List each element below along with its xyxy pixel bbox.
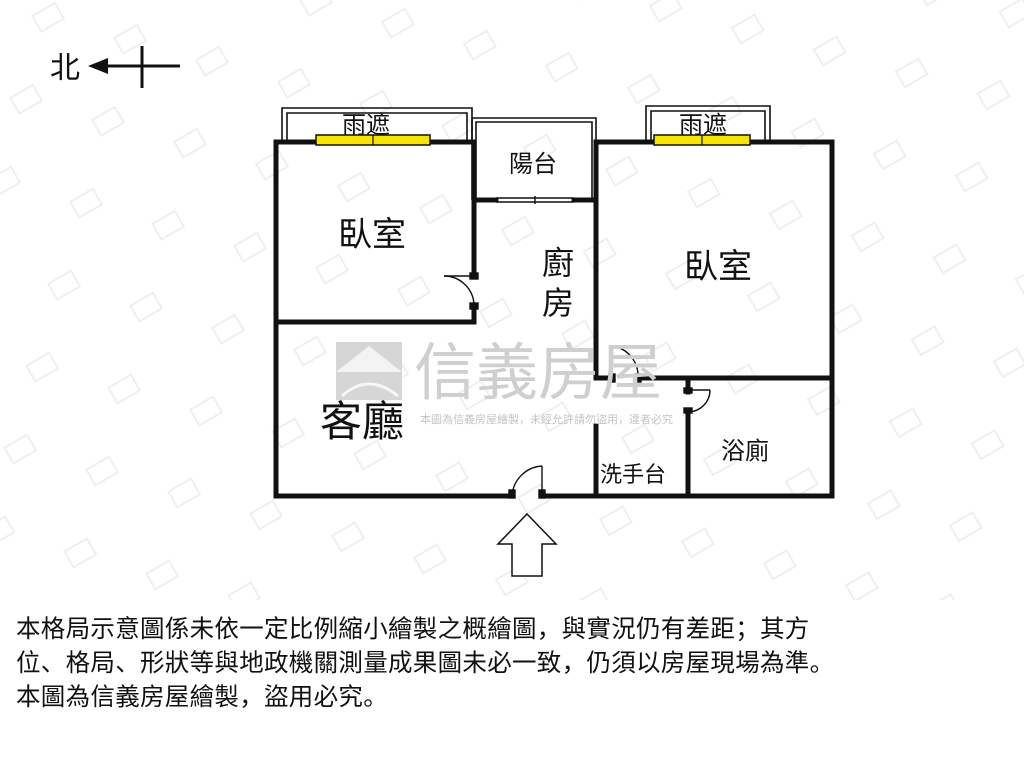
watermark-brand: 信義房屋 [414, 336, 662, 409]
north-label: 北 [50, 51, 80, 86]
entrance-door [508, 465, 546, 499]
label-kitchen-2: 房 [542, 284, 574, 322]
entrance-arrow-icon [496, 512, 558, 577]
label-living-room: 客廳 [320, 397, 404, 446]
label-balcony: 陽台 [509, 150, 557, 178]
label-canopy-right: 雨遮 [679, 111, 727, 139]
label-washbasin: 洗手台 [600, 463, 666, 488]
balcony-sliding-door [496, 196, 574, 204]
label-bathroom: 浴廁 [721, 437, 769, 465]
label-bedroom-right: 臥室 [684, 247, 752, 287]
label-kitchen-1: 廚 [542, 244, 574, 282]
disclaimer: 本格局示意圖係未依一定比例縮小繪製之概繪圖，與實況仍有差距；其方 位、格局、形狀… [16, 612, 1016, 714]
watermark-notice: 本圖為信義房屋繪製，未經允許請勿盜用，違者必究 [420, 412, 673, 426]
canopy-right [645, 105, 771, 140]
watermark: 信義房屋 本圖為信義房屋繪製，未經允許請勿盜用，違者必究 [336, 336, 673, 426]
label-bedroom-left: 臥室 [338, 215, 406, 255]
bedroom-left-door [443, 272, 479, 310]
window-left [315, 134, 431, 146]
bathroom-door [683, 387, 711, 414]
north-arrow-icon [88, 58, 108, 74]
disclaimer-line-2: 位、格局、形狀等與地政機關測量成果圖未必一致，仍須以房屋現場為準。 [16, 648, 835, 677]
walls [273, 139, 835, 499]
disclaimer-line-1: 本格局示意圖係未依一定比例縮小繪製之概繪圖，與實況仍有差距；其方 [16, 614, 810, 643]
north-compass: 北 [50, 46, 180, 88]
background-watermark-pattern [0, 0, 1024, 600]
bedroom-right-door [608, 345, 642, 383]
window-right [653, 134, 751, 146]
label-canopy-left: 雨遮 [342, 111, 390, 139]
disclaimer-line-3: 本圖為信義房屋繪製，盜用必究。 [16, 682, 388, 711]
